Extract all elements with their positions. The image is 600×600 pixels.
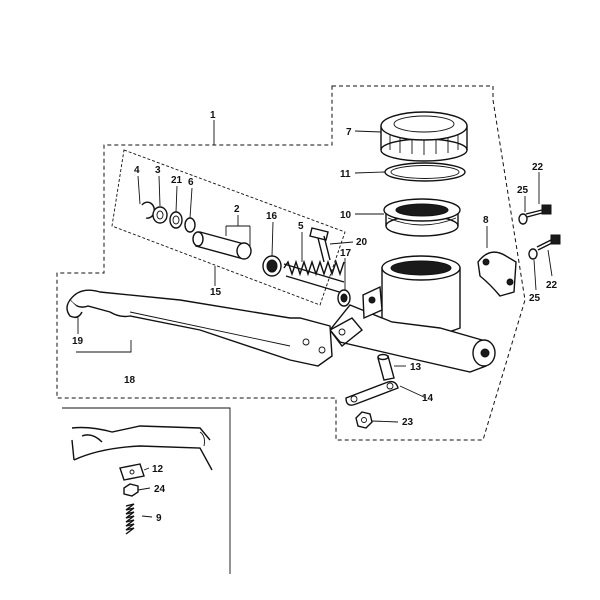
piston xyxy=(192,231,252,260)
callout-25-upper: 25 xyxy=(517,185,529,196)
pivot-bolt xyxy=(309,227,331,263)
callout-2: 2 xyxy=(234,204,240,215)
assembly-boundary xyxy=(56,85,526,441)
inset-nut xyxy=(123,483,139,497)
inset-spring xyxy=(125,503,135,535)
callout-9: 9 xyxy=(156,513,162,524)
return-spring xyxy=(283,259,347,295)
callout-23: 23 xyxy=(402,417,414,428)
pivot-nut xyxy=(355,411,373,429)
callout-20: 20 xyxy=(356,237,368,248)
callout-3: 3 xyxy=(155,165,161,176)
callout-4: 4 xyxy=(134,165,140,176)
check-valve xyxy=(337,289,351,307)
callout-25-lower: 25 xyxy=(529,293,541,304)
inset-boundary xyxy=(62,407,231,574)
callout-8: 8 xyxy=(483,215,489,226)
diaphragm-ring xyxy=(384,162,466,182)
washer-lower xyxy=(528,248,538,260)
callout-14: 14 xyxy=(422,393,434,404)
callout-22-lower: 22 xyxy=(546,280,558,291)
callout-16: 16 xyxy=(266,211,278,222)
callout-21: 21 xyxy=(171,175,183,186)
inset-switch-plate xyxy=(119,463,145,481)
callout-7: 7 xyxy=(346,127,352,138)
callout-19: 19 xyxy=(72,336,84,347)
inset-bracket xyxy=(71,425,213,471)
diaphragm xyxy=(383,198,461,237)
callout-18: 18 xyxy=(124,375,136,386)
callout-10: 10 xyxy=(340,210,352,221)
callouts: 1 2 3 4 5 6 7 8 9 10 11 12 13 14 15 16 1… xyxy=(72,110,558,524)
callout-24: 24 xyxy=(154,484,166,495)
master-cylinder-body xyxy=(328,255,496,373)
oring xyxy=(184,217,196,233)
leader-lines xyxy=(76,120,553,518)
clamp-bolt-lower xyxy=(536,234,561,251)
callout-12: 12 xyxy=(152,464,164,475)
seal-kit-boundary xyxy=(111,149,346,306)
callout-11: 11 xyxy=(340,169,351,180)
primary-cup xyxy=(262,255,282,277)
reservoir-cap xyxy=(380,111,468,162)
callout-22-upper: 22 xyxy=(532,162,544,173)
pivot-plate xyxy=(345,380,399,406)
callout-13: 13 xyxy=(410,362,422,373)
callout-6: 6 xyxy=(188,177,194,188)
callout-5: 5 xyxy=(298,221,304,232)
washer-upper xyxy=(518,213,528,225)
callout-17: 17 xyxy=(340,248,352,259)
cup-seal xyxy=(169,211,183,229)
callout-15: 15 xyxy=(210,287,222,298)
circlip xyxy=(141,201,156,219)
pivot-collar xyxy=(377,353,395,381)
stopper-washer xyxy=(152,206,168,224)
callout-1: 1 xyxy=(210,110,216,121)
brake-lever xyxy=(66,289,333,367)
holder-clamp xyxy=(477,251,517,297)
clamp-bolt-upper xyxy=(525,204,552,218)
